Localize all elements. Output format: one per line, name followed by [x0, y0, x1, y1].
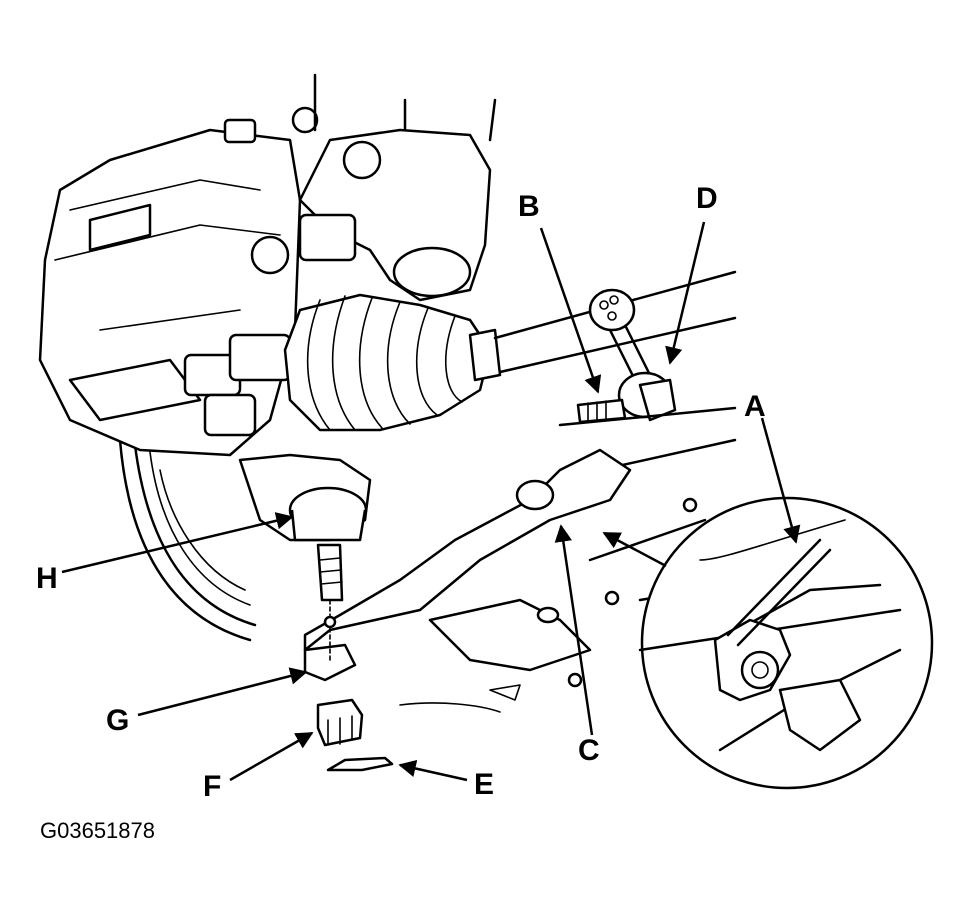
steering-knuckle: [298, 73, 497, 302]
arrow-e: [398, 759, 468, 782]
castle-nut: [316, 698, 364, 747]
stabilizer-bolt: [576, 398, 627, 424]
callout-c: C: [578, 734, 600, 767]
callout-arrows: [61, 221, 801, 782]
arrow-c: [554, 524, 594, 736]
detail-inset: [638, 496, 934, 790]
cv-boot: [283, 293, 492, 432]
arrow-h: [61, 512, 294, 574]
ball-joint: [238, 453, 372, 661]
arrow-detail: [602, 531, 667, 568]
callout-e: E: [474, 768, 494, 801]
brake-caliper: [38, 106, 319, 457]
callout-f: F: [203, 770, 221, 803]
cotter-pin: [326, 756, 394, 772]
callout-d: D: [696, 182, 718, 215]
callout-g: G: [106, 704, 129, 737]
callout-h: H: [36, 562, 58, 595]
arrow-d: [665, 221, 706, 365]
arrow-a: [760, 417, 801, 544]
arrow-b: [539, 227, 602, 394]
arrow-f: [229, 731, 314, 782]
lower-control-arm: [303, 448, 632, 713]
callout-a: A: [744, 390, 766, 423]
arrow-g: [137, 667, 308, 717]
stabilizer-link: [588, 288, 677, 422]
callout-b: B: [518, 190, 540, 223]
figure-id: G03651878: [40, 818, 155, 843]
brake-disc: [118, 438, 257, 642]
